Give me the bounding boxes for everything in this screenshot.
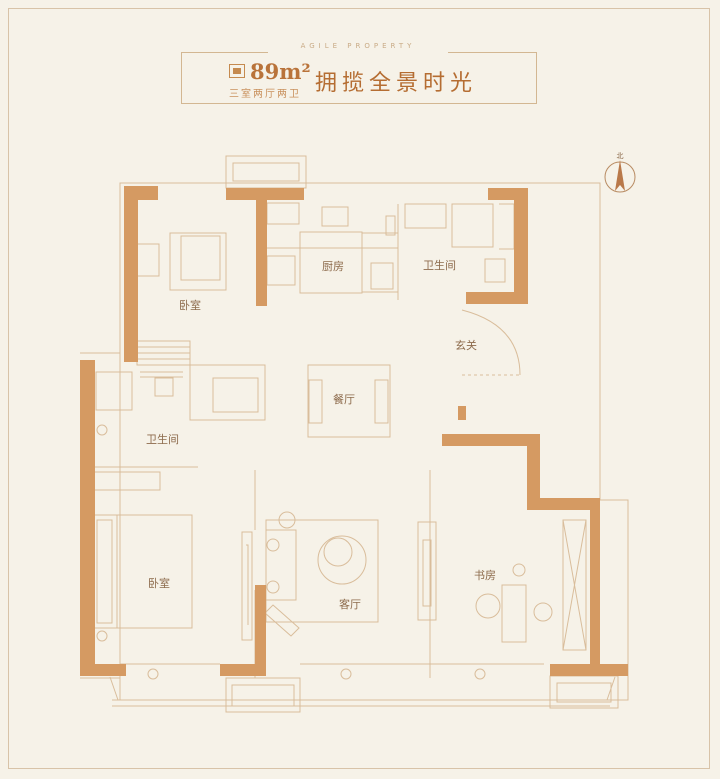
unit-area: 89m² [250, 59, 311, 84]
room-label-bedroom-bottom: 卧室 [148, 577, 170, 590]
room-label-kitchen: 厨房 [322, 260, 344, 273]
room-label-entry: 玄关 [455, 339, 477, 352]
room-label-study: 书房 [474, 569, 496, 582]
headline: 拥揽全景时光 [315, 71, 478, 96]
room-label-dining: 餐厅 [333, 393, 355, 406]
north-label: 北 [617, 152, 624, 160]
outer-frame [8, 8, 710, 769]
room-label-bathroom-left: 卫生间 [146, 433, 179, 446]
room-label-living: 客厅 [339, 598, 361, 611]
room-label-bedroom-top: 卧室 [179, 299, 201, 312]
area-icon [229, 64, 245, 78]
room-label-bathroom-top: 卫生间 [423, 259, 456, 272]
unit-layout: 三室两厅两卫 [229, 89, 301, 100]
brand-tag: AGILE PROPERTY [268, 42, 448, 54]
north-compass-icon: 北 [604, 152, 636, 193]
